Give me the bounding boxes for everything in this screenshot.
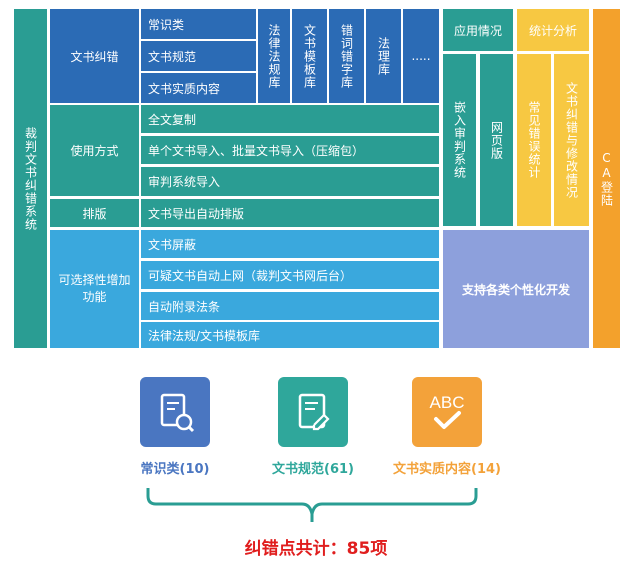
document-edit-icon — [298, 393, 330, 431]
item-import: 单个文书导入、批量文书导入（压缩包） — [141, 136, 439, 164]
stats-corrections: 文书纠错与修改情况 — [554, 54, 589, 226]
caption-common-sense: 常识类(10) — [140, 462, 210, 477]
item-auto-upload: 可疑文书自动上网（裁判文书网后台） — [141, 261, 439, 289]
item-shielding: 文书屏蔽 — [141, 230, 439, 258]
caption-document-norms: 文书规范(61) — [272, 462, 354, 477]
app-header: 应用情况 — [443, 9, 513, 51]
document-search-icon — [160, 393, 195, 433]
item-common-sense: 常识类 — [141, 9, 256, 39]
app-embedded: 嵌入审判系统 — [443, 54, 476, 226]
app-web: 网页版 — [480, 54, 513, 226]
item-law-template-library: 法律法规/文书模板库 — [141, 322, 439, 348]
item-full-copy: 全文复制 — [141, 105, 439, 133]
item-document-substance: 文书实质内容 — [141, 73, 256, 103]
stats-header: 统计分析 — [517, 9, 589, 51]
library-laws: 法律法规库 — [258, 9, 290, 103]
abc-text: ABC — [430, 393, 465, 412]
group-label-optional: 可选择性增加功能 — [50, 230, 139, 348]
card-document-substance: ABC — [412, 377, 482, 447]
total-count: 纠错点共计：85项 — [244, 539, 388, 559]
card-document-norms — [278, 377, 348, 447]
library-templates: 文书模板库 — [292, 9, 327, 103]
card-common-sense — [140, 377, 210, 447]
abc-check-icon: ABC — [430, 393, 465, 429]
group-label-correction: 文书纠错 — [50, 9, 139, 103]
custom-development: 支持各类个性化开发 — [443, 230, 589, 348]
system-title: 裁判文书纠错系统 — [14, 9, 47, 348]
stats-common-errors: 常见错误统计 — [517, 54, 551, 226]
caption-document-substance: 文书实质内容(14) — [393, 462, 501, 477]
item-trial-system-import: 审判系统导入 — [141, 167, 439, 196]
library-jurisprudence: 法理库 — [366, 9, 401, 103]
ca-login: CA登陆 — [593, 9, 620, 348]
library-typos: 错词错字库 — [329, 9, 364, 103]
library-more: ..... — [403, 9, 439, 103]
item-auto-layout: 文书导出自动排版 — [141, 199, 439, 227]
item-auto-appendix: 自动附录法条 — [141, 292, 439, 320]
group-label-layout: 排版 — [50, 199, 139, 227]
group-label-usage: 使用方式 — [50, 105, 139, 196]
item-document-norms: 文书规范 — [141, 41, 256, 71]
